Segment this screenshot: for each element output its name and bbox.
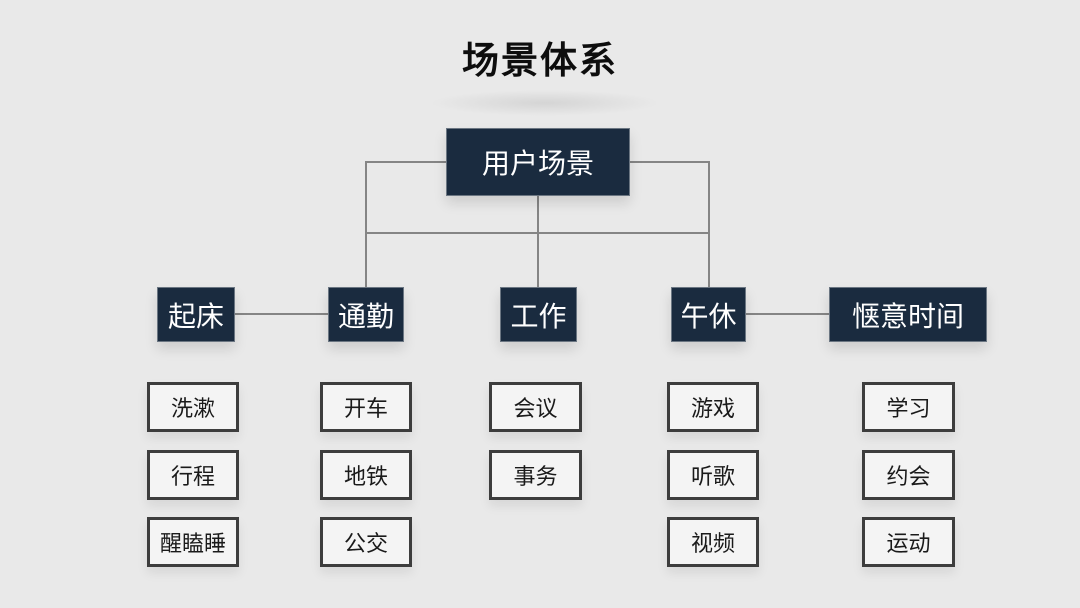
connector-root-left-arm <box>366 161 446 163</box>
node-noon-break: 午休 <box>671 287 746 342</box>
node-wash-up: 洗漱 <box>147 382 239 432</box>
node-meeting: 会议 <box>489 382 582 432</box>
diagram-title: 场景体系 <box>462 40 618 81</box>
node-itinerary: 行程 <box>147 450 239 500</box>
node-drive: 开车 <box>320 382 412 432</box>
connector-horizontal-bus <box>365 232 710 234</box>
connector-noonbreak-leisure <box>746 313 829 315</box>
node-music: 听歌 <box>667 450 759 500</box>
node-games: 游戏 <box>667 382 759 432</box>
node-exercise: 运动 <box>862 517 955 567</box>
node-get-up: 起床 <box>157 287 235 342</box>
node-tasks: 事务 <box>489 450 582 500</box>
connector-root-right-arm <box>630 161 710 163</box>
connector-drop-commute <box>365 161 367 287</box>
node-user-scenario: 用户场景 <box>446 128 630 196</box>
node-date: 约会 <box>862 450 955 500</box>
node-video: 视频 <box>667 517 759 567</box>
node-subway: 地铁 <box>320 450 412 500</box>
connector-drop-noon-break <box>708 161 710 287</box>
node-commute: 通勤 <box>328 287 404 342</box>
node-study: 学习 <box>862 382 955 432</box>
title-shadow <box>430 90 660 116</box>
node-wake-up: 醒瞌睡 <box>147 517 239 567</box>
connector-getup-commute <box>235 313 328 315</box>
node-bus: 公交 <box>320 517 412 567</box>
node-leisure-time: 惬意时间 <box>829 287 987 342</box>
node-work: 工作 <box>500 287 577 342</box>
connector-root-to-work <box>537 196 539 287</box>
